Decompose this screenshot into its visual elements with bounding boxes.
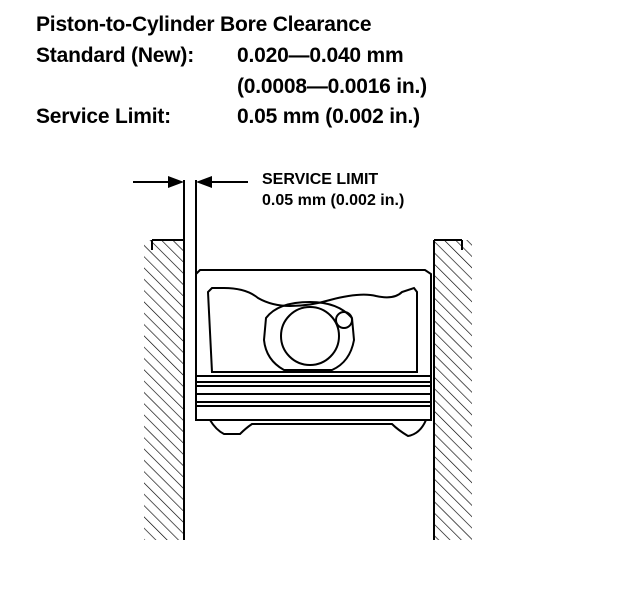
service-limit-value: 0.05 mm (0.002 in.) [237, 105, 420, 128]
service-limit-label: Service Limit: [36, 105, 171, 128]
spec-title: Piston-to-Cylinder Bore Clearance [36, 13, 372, 36]
standard-label: Standard (New): [36, 44, 195, 67]
callout-service-limit: SERVICE LIMIT [262, 171, 378, 188]
clearance-arrows [133, 176, 248, 274]
right-cylinder-wall [433, 239, 472, 540]
standard-mm-value: 0.020—0.040 mm [237, 44, 404, 67]
callout-service-value: 0.05 mm (0.002 in.) [262, 192, 404, 209]
left-cylinder-wall [144, 180, 185, 540]
piston [195, 269, 432, 438]
standard-inch-value: (0.0008—0.0016 in.) [237, 75, 427, 98]
